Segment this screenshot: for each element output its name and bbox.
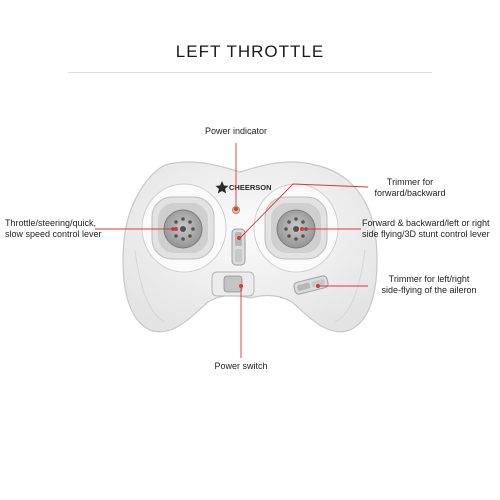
label-trimmer-forward-backward: Trimmer for forward/backward [374, 177, 446, 198]
left-control-stick[interactable] [163, 209, 203, 249]
label-power-switch: Power switch [214, 361, 268, 371]
title-divider [68, 72, 432, 73]
power-switch[interactable] [211, 271, 255, 297]
right-control-stick[interactable] [276, 209, 316, 249]
forward-backward-trimmer[interactable] [231, 228, 246, 266]
label-power-indicator: Power indicator [204, 126, 268, 136]
brand-logo: CHEERSON [215, 181, 272, 194]
callout-lines [95, 143, 369, 358]
svg-text:CHEERSON: CHEERSON [229, 183, 272, 192]
page-title: LEFT THROTTLE [175, 42, 325, 61]
label-trimmer-left-right: Trimmer for left/right side-flying of th… [381, 274, 477, 295]
callout-dots [174, 207, 320, 288]
label-throttle-lever: Throttle/steering/quick, slow speed cont… [5, 218, 102, 239]
left-right-trimmer[interactable] [293, 275, 329, 295]
label-stunt-control-lever: Forward & backward/left or right side fl… [362, 218, 490, 239]
